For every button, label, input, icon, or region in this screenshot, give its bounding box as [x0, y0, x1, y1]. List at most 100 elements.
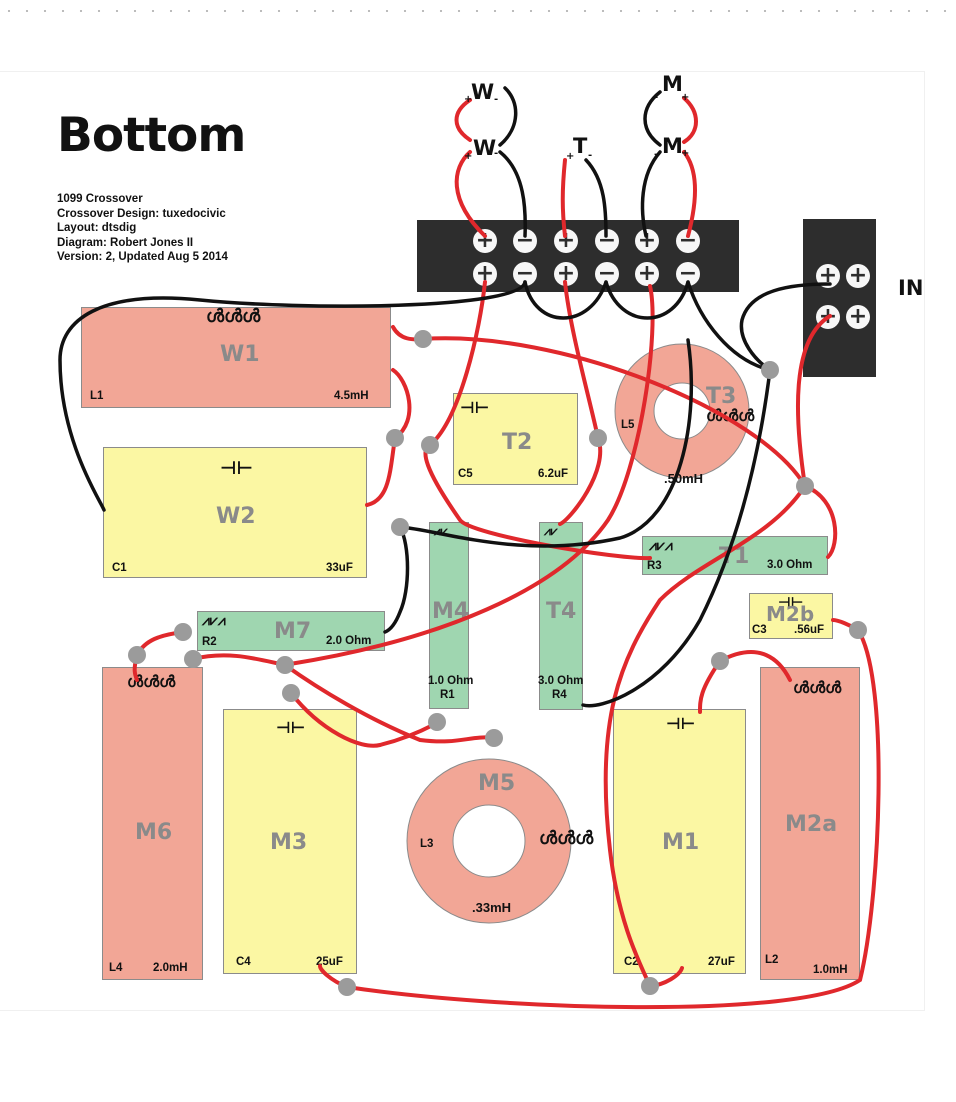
- toroid-m5-name: M5: [478, 771, 516, 796]
- credit-line: 1099 Crossover: [57, 193, 143, 205]
- resistor-symbol-icon: ⩘⩗⩘: [202, 613, 226, 629]
- woofer-top-minus: -: [494, 94, 499, 105]
- component-t4[interactable]: ⩘⩗ T4 3.0 Ohm R4: [538, 522, 584, 710]
- input-label: IN: [898, 276, 924, 300]
- component-ref: C1: [112, 562, 127, 574]
- component-m3[interactable]: ⊣⊢ M3 C4 25uF: [223, 709, 357, 974]
- component-name: M3: [270, 830, 308, 855]
- component-value: 2.0mH: [153, 962, 188, 974]
- component-value: 1.0mH: [813, 964, 848, 976]
- terminal-tweeter-plus-top[interactable]: +: [554, 229, 578, 253]
- resistor-symbol-icon: ⩘⩗: [544, 524, 558, 538]
- terminal-woofer-plus-bottom[interactable]: +: [473, 262, 497, 286]
- tweeter-label: T: [573, 134, 588, 158]
- credit-line: Layout: dtsdig: [57, 222, 137, 234]
- woofer-label-bottom: W: [473, 136, 497, 160]
- component-m2b[interactable]: ⊣⊢ M2b C3 .56uF: [749, 593, 833, 639]
- woofer-label-top: W: [471, 80, 495, 104]
- component-m2a[interactable]: ൾൾൾ M2a L2 1.0mH: [760, 667, 860, 980]
- tweeter-minus: -: [588, 150, 593, 161]
- component-m1[interactable]: ⊣⊢ M1 C2 27uF: [613, 709, 746, 974]
- component-ref: L4: [109, 962, 123, 974]
- terminal-mid-minus-top[interactable]: −: [676, 229, 700, 253]
- mid-label-top: M: [662, 72, 683, 96]
- component-name: M2a: [785, 812, 838, 837]
- toroid-m5-value: .33mH: [472, 900, 512, 915]
- component-value: 25uF: [316, 956, 343, 968]
- component-name: W2: [216, 504, 256, 529]
- component-ref: R4: [552, 689, 567, 701]
- component-w1[interactable]: ൾൾൾ W1 L1 4.5mH: [81, 307, 391, 408]
- component-value: 4.5mH: [334, 390, 369, 402]
- resistor-symbol-icon: ⩘⩗: [434, 524, 448, 538]
- capacitor-symbol-icon: ⊣⊢: [276, 718, 306, 737]
- credits-block: 1099 Crossover Crossover Design: tuxedoc…: [57, 192, 228, 265]
- input-terminal[interactable]: +: [846, 305, 870, 329]
- terminal-mid-minus-bottom[interactable]: −: [676, 262, 700, 286]
- tweeter-plus: +: [566, 151, 575, 162]
- component-m6[interactable]: ൾൾൾ M6 L4 2.0mH: [102, 667, 203, 980]
- component-name: M7: [274, 619, 312, 644]
- resistor-symbol-icon: ⩘⩗⩘: [649, 538, 673, 554]
- component-name: T2: [502, 430, 533, 455]
- component-ref: C5: [458, 468, 473, 480]
- credit-line: Crossover Design: tuxedocivic: [57, 207, 226, 220]
- capacitor-symbol-icon: ⊣⊢: [220, 458, 253, 479]
- inductor-symbol-icon: ൾൾൾ: [206, 306, 261, 327]
- input-terminal[interactable]: +: [816, 305, 840, 329]
- component-ref: R2: [202, 636, 217, 648]
- component-name: T1: [719, 544, 750, 569]
- terminal-mid-plus-top[interactable]: +: [635, 229, 659, 253]
- mid-top-minus: -: [654, 92, 659, 103]
- credit-line: Diagram: Robert Jones II: [57, 236, 194, 249]
- capacitor-symbol-icon: ⊣⊢: [666, 714, 696, 733]
- component-ref: L2: [765, 954, 779, 966]
- terminal-tweeter-minus-top[interactable]: −: [595, 229, 619, 253]
- terminal-woofer-plus-top[interactable]: +: [473, 229, 497, 253]
- component-value: .56uF: [794, 624, 825, 636]
- mid-bottom-minus: -: [654, 149, 659, 160]
- component-name: W1: [220, 342, 260, 367]
- inductor-symbol-icon: ൾൾൾ: [793, 678, 842, 697]
- page-header-strip: [0, 0, 956, 72]
- page-title: Bottom: [57, 108, 246, 163]
- component-w2[interactable]: ⊣⊢ W2 C1 33uF: [103, 447, 367, 578]
- terminal-mid-plus-bottom[interactable]: +: [635, 262, 659, 286]
- terminal-tweeter-plus-bottom[interactable]: +: [554, 262, 578, 286]
- component-t1[interactable]: ⩘⩗⩘ T1 R3 3.0 Ohm: [642, 536, 828, 575]
- terminal-woofer-minus-top[interactable]: −: [513, 229, 537, 253]
- component-m4[interactable]: ⩘⩗ M4 1.0 Ohm R1: [428, 522, 473, 709]
- terminal-tweeter-minus-bottom[interactable]: −: [595, 262, 619, 286]
- toroid-t3-ref: L5: [621, 419, 635, 431]
- component-name: T4: [546, 599, 577, 624]
- mid-bottom-plus: +: [681, 148, 690, 159]
- component-ref: R3: [647, 560, 662, 572]
- component-value: 27uF: [708, 956, 735, 968]
- component-value: 3.0 Ohm: [538, 675, 584, 687]
- component-ref: C3: [752, 624, 767, 636]
- component-name: M6: [135, 820, 173, 845]
- toroid-m5-ref: L3: [420, 838, 434, 850]
- woofer-bottom-plus: +: [464, 151, 473, 162]
- credit-line: Version: 2, Updated Aug 5 2014: [57, 251, 228, 263]
- toroid-t3-value: .50mH: [664, 471, 704, 486]
- terminal-woofer-minus-bottom[interactable]: −: [513, 262, 537, 286]
- component-name: M1: [662, 830, 700, 855]
- input-terminal-block: [803, 219, 876, 377]
- component-m7[interactable]: ⩘⩗⩘ M7 R2 2.0 Ohm: [197, 611, 385, 651]
- input-terminal[interactable]: +: [816, 264, 840, 288]
- component-ref: L1: [90, 390, 104, 402]
- component-value: 3.0 Ohm: [767, 559, 813, 571]
- component-t2[interactable]: ⊣⊢ T2 C5 6.2uF: [453, 393, 578, 485]
- capacitor-symbol-icon: ⊣⊢: [460, 398, 490, 417]
- mid-label-bottom: M: [662, 134, 683, 158]
- woofer-bottom-minus: -: [494, 148, 499, 159]
- dotted-divider: [0, 10, 956, 12]
- component-value: 2.0 Ohm: [326, 635, 372, 647]
- component-value: 33uF: [326, 562, 353, 574]
- component-value: 6.2uF: [538, 468, 569, 480]
- component-name: M4: [432, 599, 470, 624]
- component-ref: R1: [440, 689, 455, 701]
- input-terminal[interactable]: +: [846, 264, 870, 288]
- inductor-symbol-icon: ൾൾൾ: [706, 406, 755, 425]
